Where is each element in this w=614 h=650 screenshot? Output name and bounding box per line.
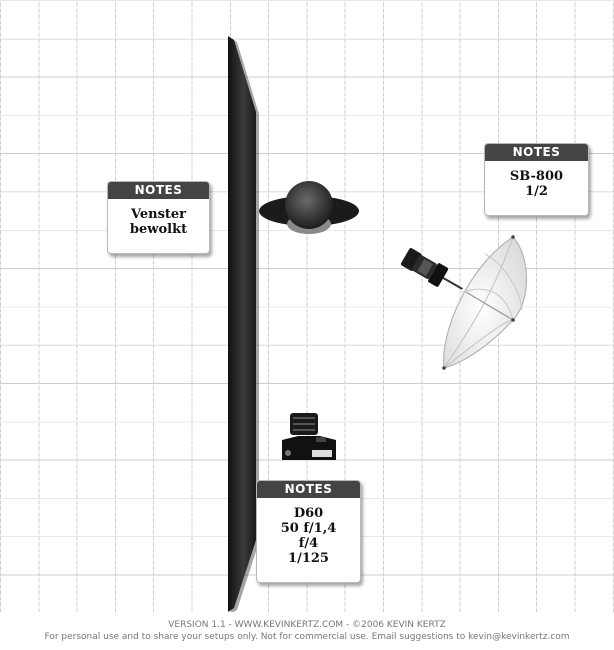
note-text: SB-800 1/2 bbox=[509, 169, 564, 199]
footer-disclaimer: For personal use and to share your setup… bbox=[44, 632, 570, 642]
lighting-diagram bbox=[228, 36, 528, 612]
note-header: NOTES bbox=[108, 182, 209, 199]
flash-icon bbox=[400, 248, 463, 290]
note-header: NOTES bbox=[257, 481, 360, 498]
note-text: Venster bewolkt bbox=[129, 207, 188, 237]
window-icon bbox=[228, 36, 259, 612]
umbrella-icon bbox=[442, 235, 528, 370]
note-text: D60 50 f/1,4 f/4 1/125 bbox=[280, 506, 337, 566]
note-camera: NOTES D60 50 f/1,4 f/4 1/125 bbox=[256, 480, 361, 583]
note-flash: NOTES SB-800 1/2 bbox=[484, 143, 589, 216]
note-window: NOTES Venster bewolkt bbox=[107, 181, 210, 254]
note-header: NOTES bbox=[485, 144, 588, 161]
footer-version: VERSION 1.1 - WWW.KEVINKERTZ.COM - ©2006… bbox=[168, 620, 446, 630]
person-icon bbox=[259, 181, 359, 234]
camera-icon bbox=[282, 413, 336, 460]
